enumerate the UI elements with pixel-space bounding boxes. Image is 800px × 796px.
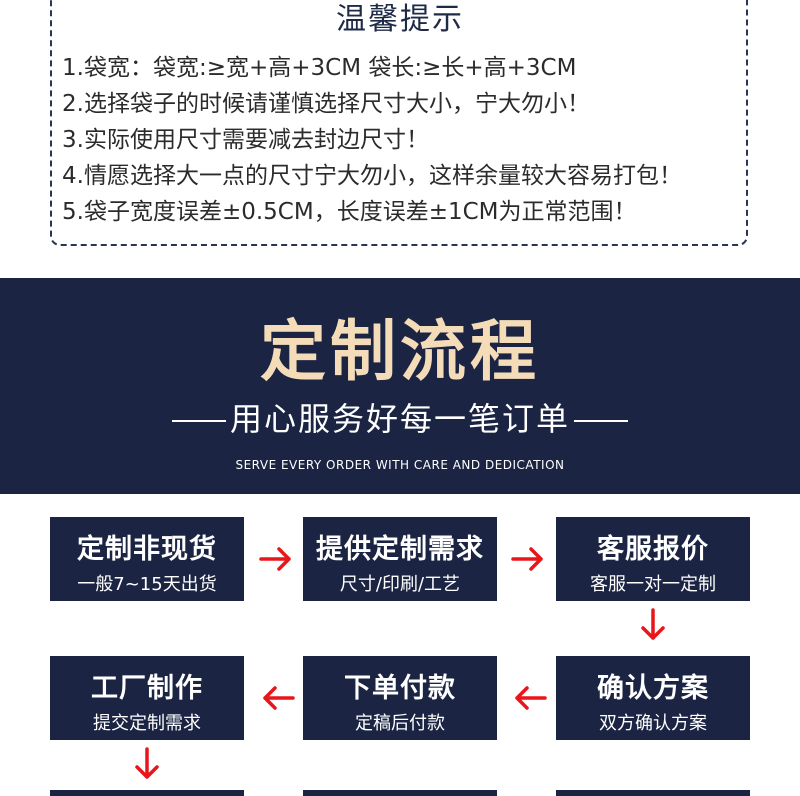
- step-subtitle: 定稿后付款: [355, 713, 445, 734]
- tips-list: 1.袋宽：袋宽:≥宽+高+3CM 袋长:≥长+高+3CM 2.选择袋子的时候请谨…: [62, 50, 682, 230]
- arrow-left-icon: [509, 678, 549, 718]
- step-subtitle: 尺寸/印刷/工艺: [339, 574, 461, 595]
- step-partial: [556, 790, 750, 796]
- step-factory-production: 工厂制作 提交定制需求: [50, 656, 244, 740]
- step-title: 提供定制需求: [316, 534, 484, 565]
- arrow-left-icon: [257, 678, 297, 718]
- step-title: 确认方案: [597, 673, 709, 704]
- step-provide-requirements: 提供定制需求 尺寸/印刷/工艺: [303, 517, 497, 601]
- step-subtitle: 客服一对一定制: [590, 574, 716, 595]
- step-title: 定制非现货: [77, 534, 217, 565]
- arrow-down-icon: [127, 745, 167, 785]
- step-order-payment: 下单付款 定稿后付款: [303, 656, 497, 740]
- process-banner: 定制流程 用心服务好每一笔订单 SERVE EVERY ORDER WITH C…: [0, 278, 800, 494]
- dash-line-left: [171, 420, 226, 422]
- step-partial: [50, 790, 244, 796]
- step-title: 客服报价: [597, 534, 709, 565]
- tip-item: 1.袋宽：袋宽:≥宽+高+3CM 袋长:≥长+高+3CM: [62, 55, 577, 81]
- step-title: 工厂制作: [91, 673, 203, 704]
- step-title: 下单付款: [344, 673, 456, 704]
- tip-item: 2.选择袋子的时候请谨慎选择尺寸大小，宁大勿小！: [62, 91, 590, 117]
- arrow-right-icon: [509, 539, 549, 579]
- arrow-right-icon: [257, 539, 297, 579]
- notice-title: 温馨提示: [336, 2, 464, 37]
- dash-line-right: [574, 420, 628, 422]
- tip-item: 4.情愿选择大一点的尺寸宁大勿小，这样余量较大容易打包！: [62, 163, 682, 189]
- step-partial: [303, 790, 497, 796]
- step-quote: 客服报价 客服一对一定制: [556, 517, 750, 601]
- step-subtitle: 提交定制需求: [93, 713, 201, 734]
- step-subtitle: 一般7~15天出货: [77, 574, 217, 595]
- notice-box: [50, 0, 748, 246]
- step-subtitle: 双方确认方案: [599, 713, 707, 734]
- banner-subtitle-row: 用心服务好每一笔订单: [0, 394, 800, 440]
- step-confirm-plan: 确认方案 双方确认方案: [556, 656, 750, 740]
- banner-english: SERVE EVERY ORDER WITH CARE AND DEDICATI…: [235, 458, 565, 472]
- tip-item: 5.袋子宽度误差±0.5CM，长度误差±1CM为正常范围！: [62, 199, 637, 225]
- arrow-down-icon: [633, 606, 673, 646]
- banner-title: 定制流程: [260, 313, 540, 390]
- banner-subtitle: 用心服务好每一笔订单: [229, 400, 570, 438]
- tip-item: 3.实际使用尺寸需要减去封边尺寸！: [62, 127, 429, 153]
- step-custom-non-stock: 定制非现货 一般7~15天出货: [50, 517, 244, 601]
